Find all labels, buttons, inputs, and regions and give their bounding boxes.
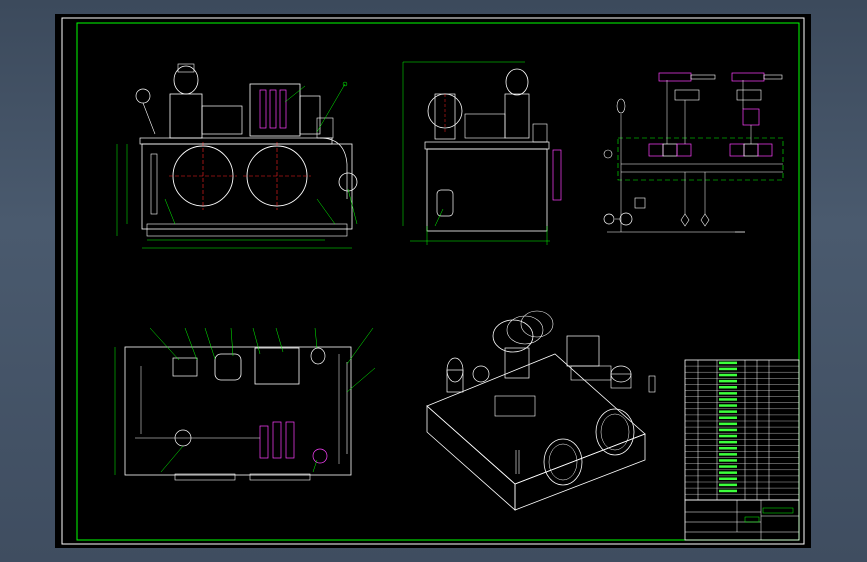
parts-list-cell-text <box>719 459 737 462</box>
isometric-view <box>426 310 656 511</box>
parts-list-cell-text <box>719 373 737 377</box>
title-block <box>684 499 800 541</box>
parts-list-cell-text <box>719 361 737 365</box>
parts-list-cell-text <box>719 483 737 487</box>
parts-list-cell-text <box>719 416 737 419</box>
parts-list-cell-text <box>719 428 737 432</box>
parts-list-cell-text <box>719 489 737 493</box>
parts-list-cell-text <box>719 392 737 395</box>
parts-list-table <box>684 359 800 501</box>
parts-list-cell-text <box>719 477 737 480</box>
sheet-inner-frame <box>76 22 800 541</box>
parts-list-cell-text <box>719 440 737 444</box>
parts-list-cell-text <box>719 398 737 401</box>
technical-requirements-note <box>667 290 672 344</box>
parts-list-cell-text <box>719 386 737 389</box>
parts-list-cell-text <box>719 367 737 371</box>
parts-list-rows <box>685 361 799 495</box>
parts-list-cell-text <box>719 410 737 413</box>
parts-list-cell-text <box>719 404 737 407</box>
sheet-outer-border <box>61 17 805 545</box>
parts-list-cell-text <box>719 447 737 450</box>
side-view <box>402 61 562 245</box>
hydraulic-schematic <box>603 72 784 233</box>
parts-list-cell-text <box>719 434 737 438</box>
front-view <box>116 63 358 249</box>
parts-list-cell-text <box>719 465 737 468</box>
top-view <box>114 327 376 481</box>
cad-viewport[interactable] <box>55 14 811 548</box>
hydraulic-station-drawing <box>61 17 805 545</box>
parts-list-cell-text <box>719 422 737 426</box>
parts-list-cell-text <box>719 453 737 456</box>
parts-list-cell-text <box>719 471 737 474</box>
parts-list-cell-text <box>719 379 737 383</box>
